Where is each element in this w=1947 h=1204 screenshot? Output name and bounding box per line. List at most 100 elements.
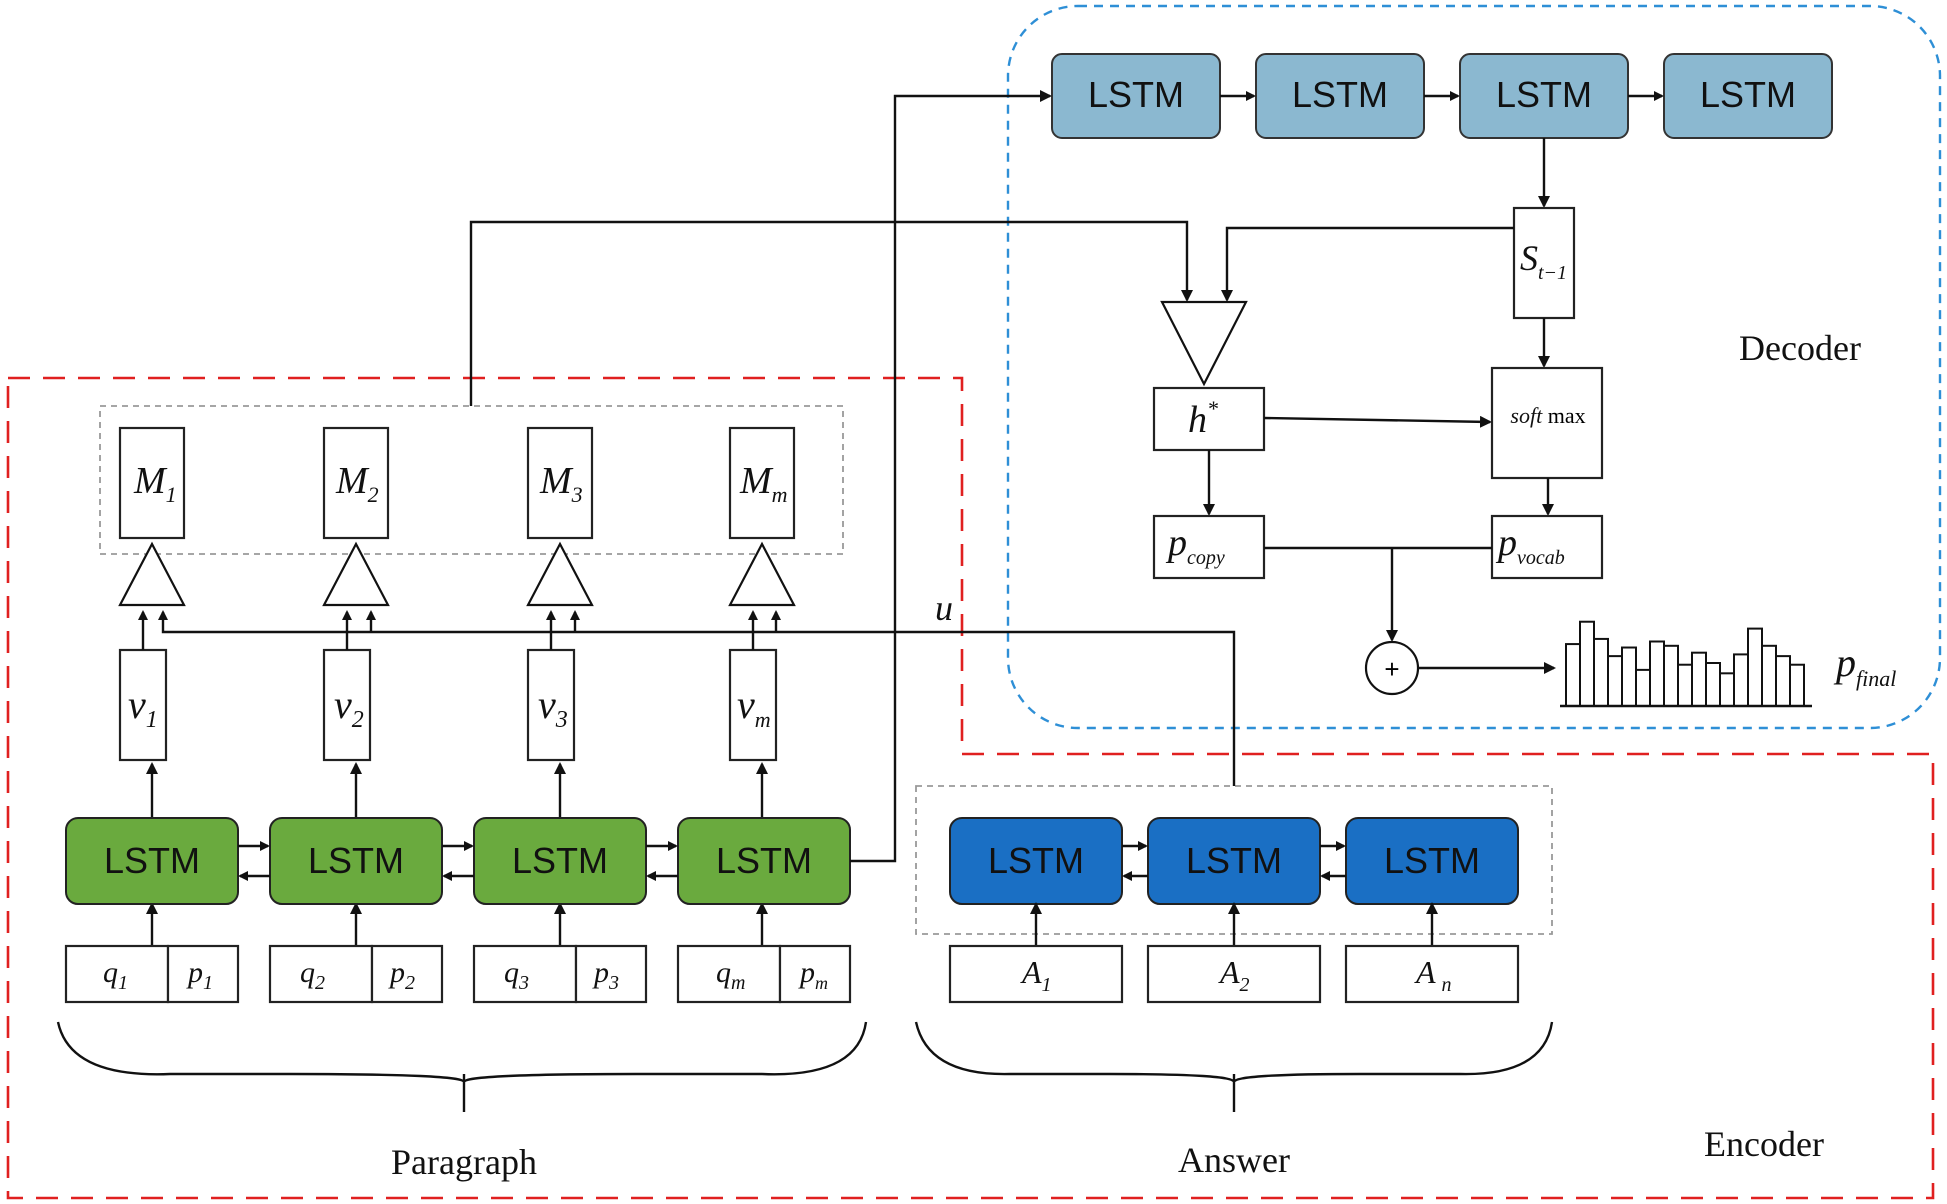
- p-sub: 3: [608, 972, 619, 994]
- h-sup: *: [1207, 396, 1218, 421]
- histogram-bar: [1705, 662, 1721, 707]
- lstm-label: LSTM: [104, 840, 200, 881]
- svg-text:v1: v1: [128, 682, 158, 733]
- memory-label: M: [539, 460, 574, 502]
- a-label: A: [1020, 954, 1042, 990]
- svg-text:An: An: [1414, 954, 1452, 996]
- v-row: v1 v2 v3 vm: [118, 648, 778, 762]
- memory-sub: 1: [166, 482, 177, 507]
- histogram-bar: [1635, 668, 1651, 708]
- histogram-bar: [1691, 651, 1707, 707]
- paragraph-lstm-3: LSTM: [473, 817, 647, 905]
- context-vector-box: h*: [1152, 386, 1266, 452]
- svg-text:q2: q2: [300, 956, 325, 994]
- p-label: p: [592, 956, 609, 989]
- state-box: St−1: [1512, 206, 1576, 320]
- svg-text:qm: qm: [716, 956, 745, 994]
- answer-input-1: A1: [948, 944, 1124, 1004]
- paragraph-vertical-arrows: [138, 610, 768, 946]
- memory-cell-m3: M3: [526, 426, 594, 540]
- paragraph-inputs: q1 p1 q2 p2 q3 p3 qm pm: [64, 944, 852, 1004]
- histogram-bar: [1565, 643, 1581, 708]
- v-sub: m: [755, 707, 771, 732]
- histogram-bar: [1579, 620, 1595, 707]
- a-label: A: [1218, 954, 1240, 990]
- q-label: q: [300, 956, 315, 989]
- paragraph-label: Paragraph: [391, 1142, 537, 1182]
- svg-text:Mm: Mm: [739, 460, 788, 507]
- v-cell-2: v2: [322, 648, 372, 762]
- attention-gate-icon: [118, 541, 186, 607]
- decoder-lstm-4: LSTM: [1663, 53, 1833, 139]
- final-distribution-histogram: [1565, 620, 1805, 708]
- attention-gate-icon: [526, 541, 594, 607]
- histogram-bar: [1719, 672, 1735, 708]
- memory-label: M: [335, 460, 370, 502]
- svg-text:pcopy: pcopy: [1165, 522, 1225, 569]
- svg-text:A1: A1: [1020, 954, 1052, 996]
- svg-text:h*: h*: [1188, 396, 1218, 441]
- softmax-box: soft max: [1490, 366, 1604, 480]
- v-label: v: [334, 682, 352, 727]
- attention-gate-icon: [322, 541, 390, 607]
- answer-label: Answer: [1178, 1140, 1290, 1180]
- memory-sub: 3: [571, 482, 583, 507]
- encoder-label: Encoder: [1704, 1124, 1824, 1164]
- v-sub: 3: [555, 707, 568, 733]
- memory-group-box: [99, 405, 844, 555]
- p-sub: 1: [203, 972, 213, 994]
- histogram-bar: [1761, 644, 1777, 707]
- p-vocab-box: pvocab: [1490, 514, 1604, 580]
- answer-lstm-2: LSTM: [1147, 817, 1321, 905]
- answer-lstm-1: LSTM: [949, 817, 1123, 905]
- memory-label: M: [739, 460, 774, 502]
- plus-label: +: [1384, 654, 1399, 684]
- histogram-bar: [1607, 655, 1623, 707]
- decoder-lstm-row: LSTM LSTM LSTM LSTM: [1051, 53, 1833, 139]
- q-sub: 2: [315, 972, 325, 994]
- p-label: p: [186, 956, 203, 989]
- p-copy-box: pcopy: [1152, 514, 1266, 580]
- memory-sub: m: [772, 482, 788, 507]
- v-cell-m: vm: [728, 648, 778, 762]
- svg-text:q3: q3: [504, 956, 529, 994]
- a-sub: 2: [1240, 974, 1250, 996]
- memory-cell-m1: M1: [118, 426, 186, 540]
- softmax-italic: soft: [1510, 403, 1543, 428]
- svg-text:p3: p3: [592, 956, 619, 994]
- lstm-label: LSTM: [1496, 74, 1592, 115]
- pvocab-sub: vocab: [1517, 547, 1565, 569]
- state-sub: t−1: [1538, 262, 1567, 284]
- svg-text:p1: p1: [186, 956, 213, 994]
- svg-text:v3: v3: [538, 682, 568, 733]
- histogram-bar: [1649, 640, 1665, 707]
- p-final-text: pfinal: [1833, 640, 1896, 691]
- histogram-bar: [1775, 655, 1791, 707]
- paragraph-lstm-row: LSTM LSTM LSTM LSTM: [65, 817, 851, 905]
- q-sub: 1: [118, 972, 128, 994]
- lstm-label: LSTM: [1186, 840, 1282, 881]
- memory-row: M1 M2 M3 Mm: [118, 426, 796, 540]
- encoder-border: [6, 376, 1935, 1200]
- v-sub: 1: [146, 707, 158, 733]
- histogram-bar: [1621, 646, 1637, 708]
- state-label: S: [1520, 238, 1538, 278]
- input-pair-1: q1 p1: [64, 944, 240, 1004]
- a-sub: n: [1442, 974, 1452, 996]
- histogram-bar: [1747, 627, 1763, 707]
- svg-text:soft max: soft max: [1510, 403, 1585, 428]
- svg-text:p2: p2: [388, 956, 415, 994]
- answer-lstm-row: LSTM LSTM LSTM: [949, 817, 1519, 905]
- svg-text:pm: pm: [798, 956, 828, 993]
- histogram-bar: [1663, 644, 1679, 707]
- v-label: v: [128, 682, 146, 727]
- p-label: p: [798, 956, 815, 989]
- pcopy-label: p: [1165, 522, 1187, 564]
- svg-text:M1: M1: [133, 460, 177, 507]
- q-label: q: [103, 956, 118, 989]
- pfinal-label: p: [1833, 640, 1856, 685]
- histogram-bar: [1593, 637, 1609, 707]
- attention-gates: [118, 541, 796, 607]
